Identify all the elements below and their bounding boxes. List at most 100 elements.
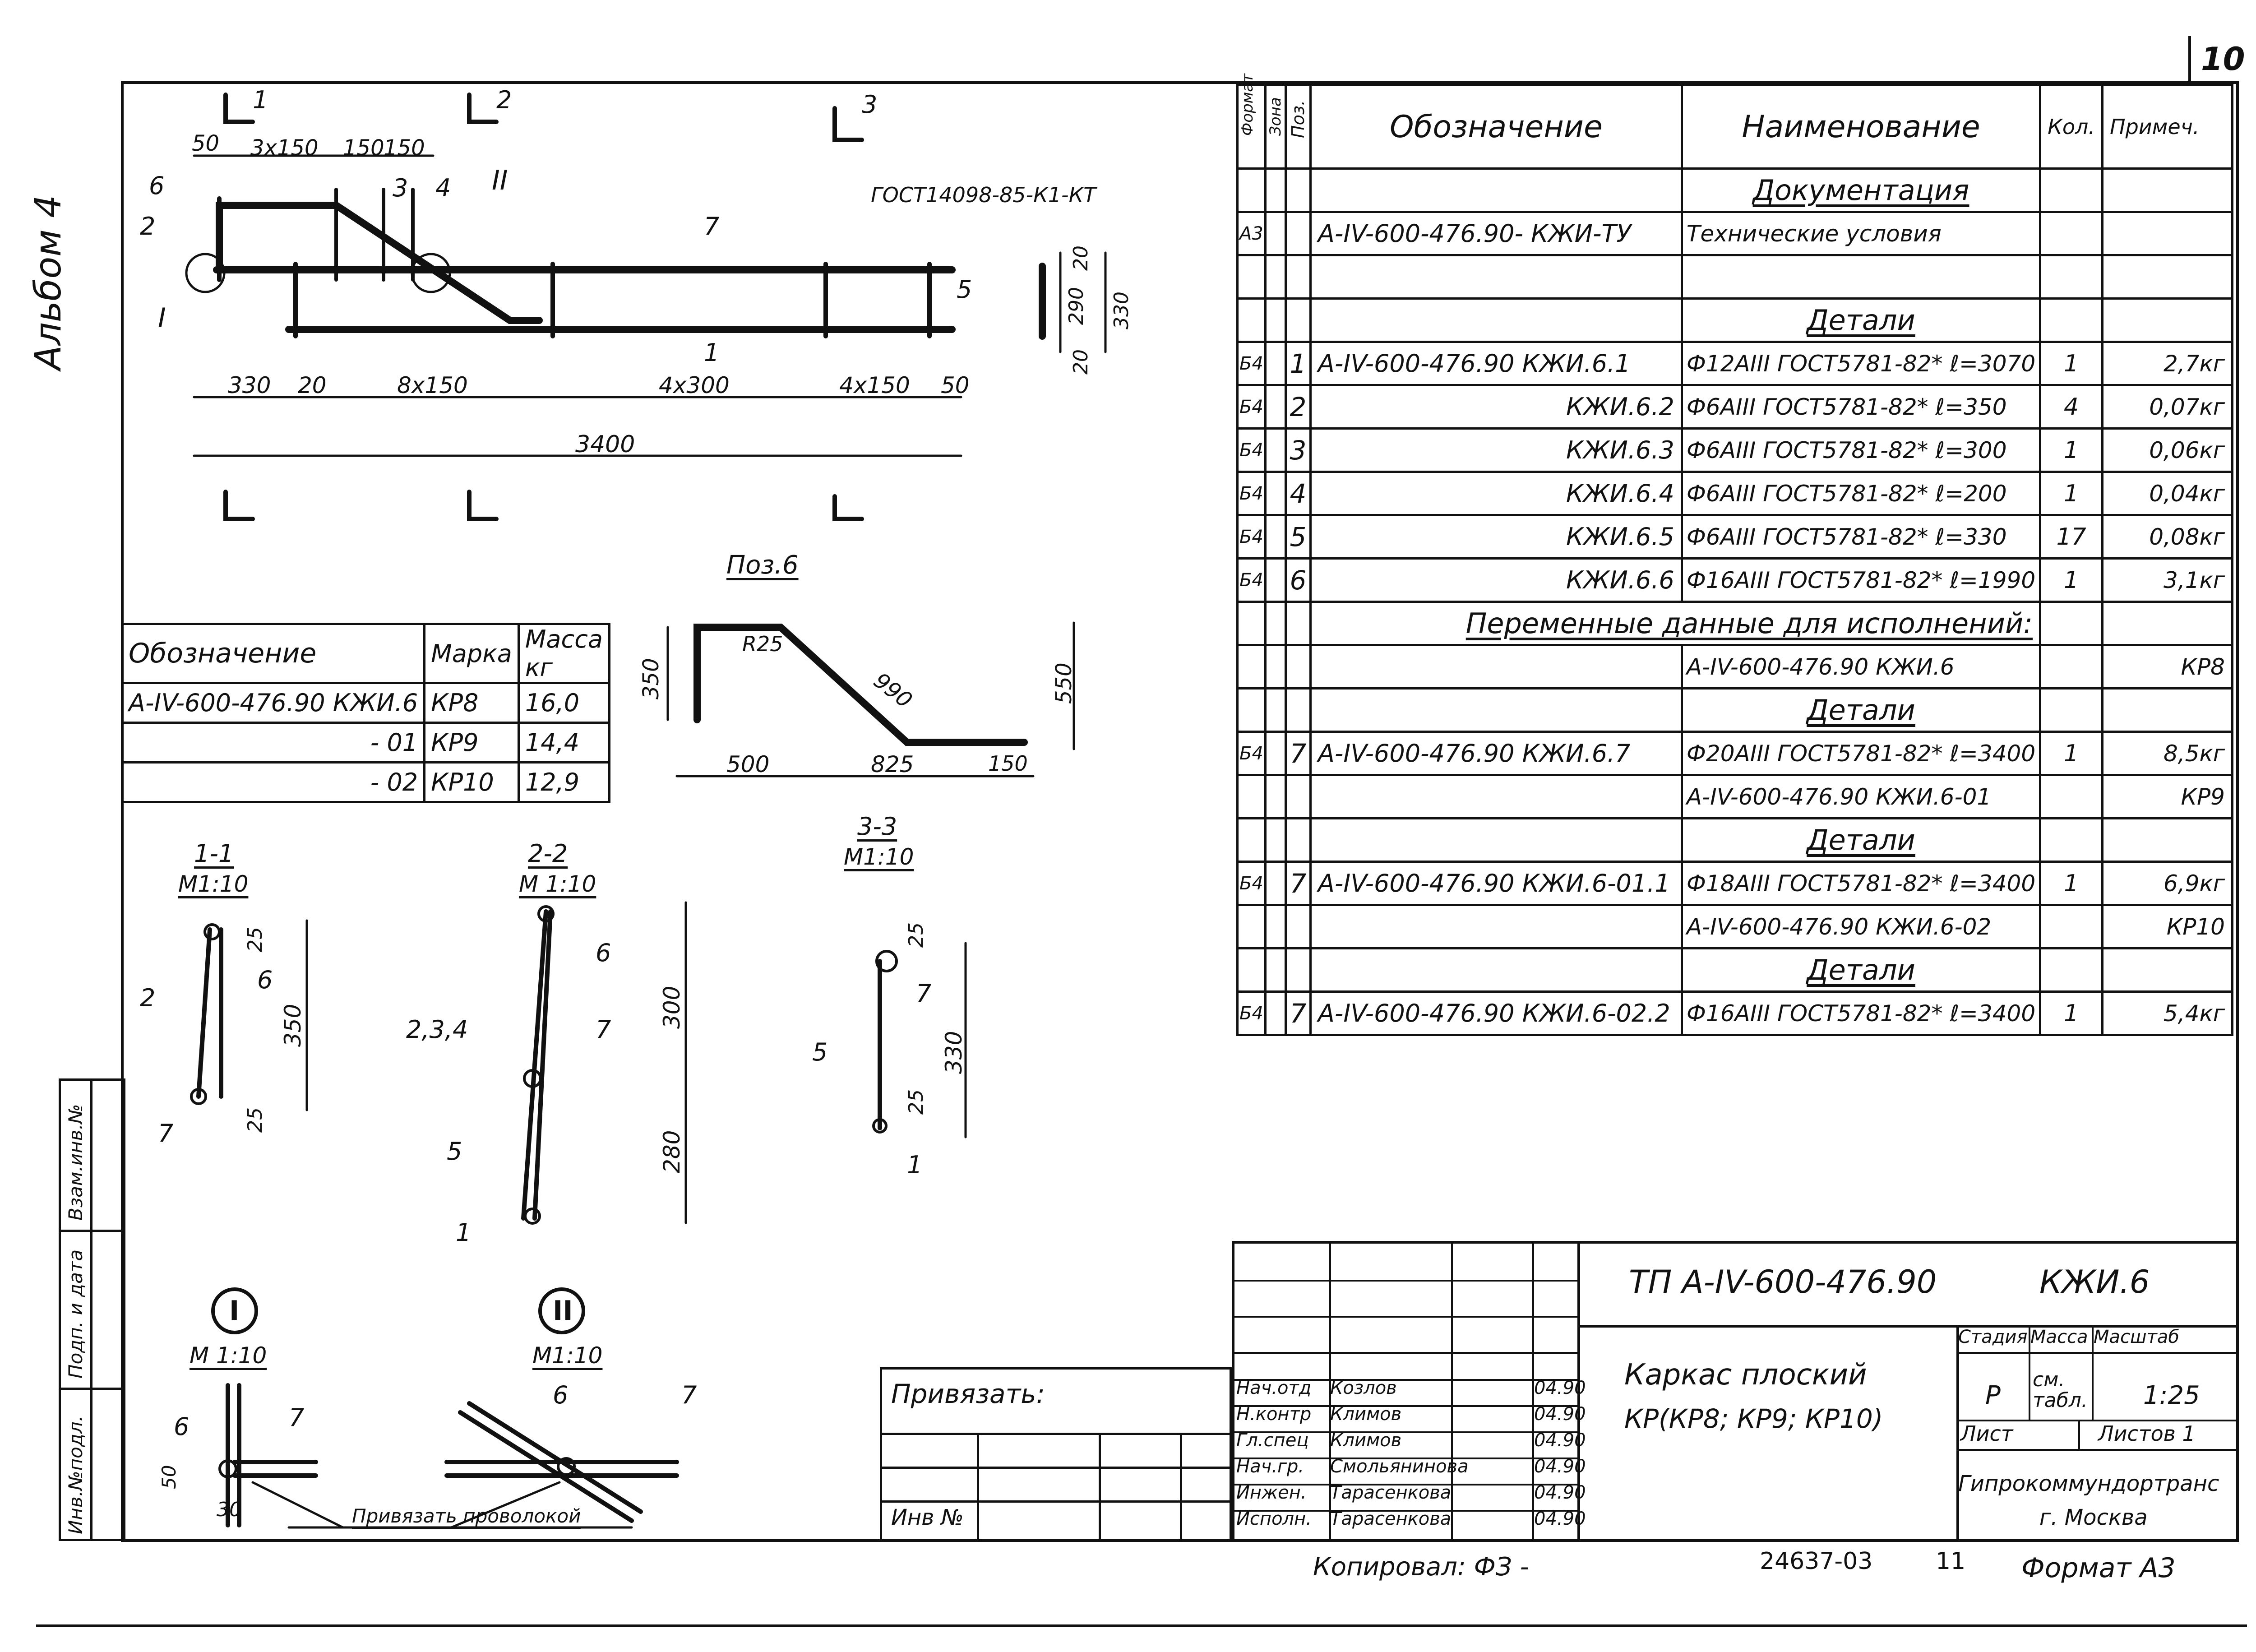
pos-label-6: 6	[149, 171, 165, 200]
dim-330: 330	[228, 372, 271, 398]
spec-qty	[2039, 774, 2103, 819]
mass-row-3-mark: КР10	[423, 761, 520, 803]
section-2-2-scale: М 1:10	[519, 871, 596, 897]
tb-person-name: Тарасенкова	[1330, 1482, 1452, 1503]
node-1-pos7: 7	[289, 1403, 305, 1432]
dim-3400: 3400	[575, 431, 635, 458]
section-3-3-scale: М1:10	[844, 844, 914, 870]
spec-qty: 1	[2039, 471, 2103, 516]
tb-person-role: Гл.спец	[1236, 1430, 1309, 1451]
spec-format: Б4	[1236, 990, 1267, 1036]
spec-format: Б4	[1236, 427, 1267, 473]
spec-qty: 1	[2039, 990, 2103, 1036]
pos-label-1: 1	[704, 338, 720, 367]
tb-person-date: 04.90	[1534, 1456, 1586, 1477]
spec-note	[2101, 211, 2233, 256]
spec-qty: 17	[2039, 514, 2103, 560]
tb-mass-label: Масса	[2030, 1327, 2088, 1347]
tb-org-line1: Гипрокоммундортранс	[1958, 1471, 2219, 1496]
spec-zone	[1264, 471, 1287, 516]
pos-label-5: 5	[957, 275, 972, 304]
spec-format	[1236, 644, 1267, 689]
tb-person-role: Нач.отд	[1236, 1378, 1312, 1398]
tb-person-role: Нач.гр.	[1236, 1456, 1304, 1477]
section-1-1-dim-25b: 25	[244, 1107, 267, 1133]
tb-sheet-label: Лист	[1960, 1421, 2013, 1446]
spec-note: 6,9кг	[2101, 861, 2233, 906]
sheet-number: 10	[2201, 41, 2245, 78]
spec-qty	[2039, 904, 2103, 949]
section-2-2-pos6: 6	[596, 939, 611, 967]
spec-zone	[1264, 644, 1287, 689]
section-1-1-pos6: 6	[257, 966, 273, 994]
spec-row: Детали	[1236, 947, 2233, 993]
footer-page: 11	[1936, 1548, 1966, 1575]
dim-4x300: 4x300	[659, 372, 730, 398]
tb-person-date: 04.90	[1534, 1378, 1586, 1398]
dim-50: 50	[192, 131, 220, 156]
spec-name: Ф6АIII ГОСТ5781-82* ℓ=200	[1680, 471, 2042, 516]
spec-section-title: Детали	[1680, 687, 2042, 733]
spec-note: 2,7кг	[2101, 341, 2233, 386]
side-dim-290: 290	[1065, 287, 1088, 325]
tb-person-date: 04.90	[1534, 1404, 1586, 1425]
pos-label-4: 4	[435, 174, 451, 202]
cut-label-1: 1	[253, 86, 268, 114]
tb-scale-label: Масштаб	[2094, 1327, 2180, 1347]
spec-format: Б4	[1236, 341, 1267, 386]
section-2-2-dim-300: 300	[659, 986, 685, 1029]
section-2-2-pos7: 7	[596, 1015, 611, 1044]
spec-zone	[1264, 557, 1287, 603]
spec-name: Ф18АIII ГОСТ5781-82* ℓ=3400	[1680, 861, 2042, 906]
spec-header-pos: Поз.	[1284, 84, 1312, 170]
tb-name-line2: КР(КР8; КР9; КР10)	[1624, 1403, 1883, 1434]
dim-3x150: 3x150	[250, 135, 319, 161]
spec-zone	[1264, 211, 1287, 256]
wire-note: Привязать проволокой	[352, 1505, 581, 1527]
spec-note: 0,08кг	[2101, 514, 2233, 560]
spec-qty: 1	[2039, 427, 2103, 473]
node-1-scale: М 1:10	[190, 1342, 267, 1369]
spec-pos	[1284, 774, 1312, 819]
section-1-1-title: 1-1	[194, 839, 234, 868]
spec-variable-data-title: Переменные данные для исполнений:	[1309, 601, 2042, 646]
spec-pos: 4	[1284, 471, 1312, 516]
tb-person-role: Инжен.	[1236, 1482, 1307, 1503]
pos6-dim-500: 500	[726, 751, 770, 777]
spec-name: Ф6АIII ГОСТ5781-82* ℓ=350	[1680, 384, 2042, 430]
spec-qty	[2039, 644, 2103, 689]
mass-header-mass: Масса кг	[517, 623, 611, 684]
spec-name: А-IV-600-476.90 КЖИ.6-02	[1680, 904, 2042, 949]
spec-row: Детали	[1236, 297, 2233, 343]
bind-label: Привязать:	[891, 1379, 1045, 1409]
inv-label: Инв №	[891, 1505, 964, 1530]
spec-qty	[2039, 211, 2103, 256]
spec-qty: 1	[2039, 731, 2103, 776]
section-2-2-pos1: 1	[456, 1218, 472, 1247]
spec-pos	[1284, 211, 1312, 256]
pos6-dim-350: 350	[638, 658, 664, 699]
spec-designation: А-IV-600-476.90 КЖИ.6-01.1	[1309, 861, 1683, 906]
spec-designation: КЖИ.6.3	[1309, 427, 1683, 473]
spec-section-title: Документация	[1680, 167, 2042, 213]
spec-designation: А-IV-600-476.90 КЖИ.6.1	[1309, 341, 1683, 386]
spec-note: 0,04кг	[2101, 471, 2233, 516]
spec-header-name: Наименование	[1680, 84, 2042, 170]
spec-designation: КЖИ.6.4	[1309, 471, 1683, 516]
cut-label-3: 3	[862, 90, 878, 119]
pos6-title: Поз.6	[726, 551, 799, 580]
spec-pos	[1284, 644, 1312, 689]
section-3-3-title: 3-3	[857, 812, 897, 841]
spec-pos: 1	[1284, 341, 1312, 386]
section-2-2-pos234: 2,3,4	[406, 1015, 468, 1044]
dim-4x150: 4x150	[839, 372, 910, 398]
tb-person-name: Козлов	[1330, 1378, 1397, 1398]
spec-name: Ф12АIII ГОСТ5781-82* ℓ=3070	[1680, 341, 2042, 386]
title-block	[1232, 1241, 2239, 1542]
mass-row-2-mass: 14,4	[517, 722, 611, 764]
spec-name: А-IV-600-476.90 КЖИ.6-01	[1680, 774, 2042, 819]
